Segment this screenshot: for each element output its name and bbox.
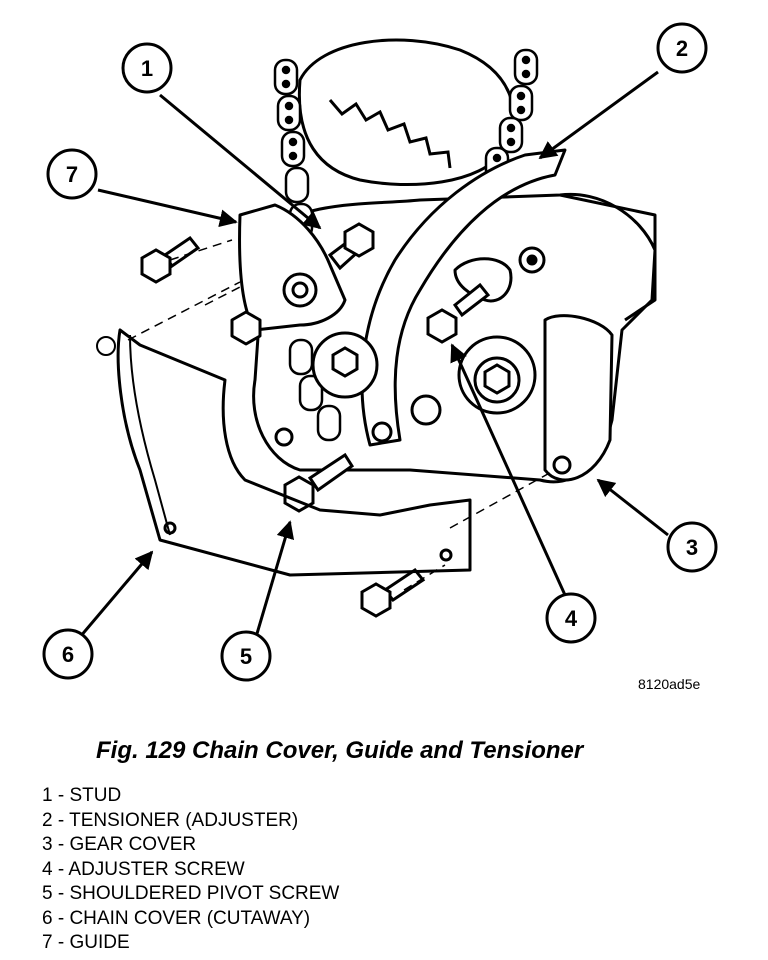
svg-text:7: 7 [66,162,78,187]
crank-hub [311,331,537,415]
legend-item: 3 - GEAR COVER [42,834,197,855]
tensioner-arm [360,148,567,447]
svg-text:4: 4 [565,606,578,631]
alignment-lines [127,239,556,591]
callout-6: 6 [42,628,94,680]
stud [327,222,375,271]
legend-item: 5 - SHOULDERED PIVOT SCREW [42,883,340,904]
svg-text:1: 1 [141,56,153,81]
legend-item: 1 - STUD [42,785,122,806]
leader-arrows [78,70,669,638]
legend-item: 7 - GUIDE [42,932,130,953]
callout-1: 1 [121,42,173,94]
exploded-diagram: 1 2 3 4 5 6 7 [42,22,718,682]
svg-text:6: 6 [62,642,74,667]
legend-list: 1 - STUD 2 - TENSIONER (ADJUSTER) 3 - GE… [42,784,339,956]
legend-item: 2 - TENSIONER (ADJUSTER) [42,809,299,831]
callout-4: 4 [545,592,597,644]
figure-caption: Fig. 129 Chain Cover, Guide and Tensione… [96,737,584,764]
shouldered-pivot-screw [283,452,355,513]
gear-cover [252,192,657,484]
image-code: 8120ad5e [638,676,701,692]
callout-7: 7 [46,148,98,200]
adjuster-screw [426,282,491,344]
cam-sprocket [297,38,515,187]
legend-item: 6 - CHAIN COVER (CUTAWAY) [42,907,311,929]
chain-cover [96,328,472,577]
svg-text:3: 3 [686,535,698,560]
svg-text:5: 5 [240,644,252,669]
svg-text:2: 2 [676,36,688,61]
callout-5: 5 [220,630,272,682]
callout-3: 3 [666,521,718,573]
chain-guide [230,203,347,346]
legend-item: 4 - ADJUSTER SCREW [42,858,245,880]
callout-2: 2 [656,22,708,74]
